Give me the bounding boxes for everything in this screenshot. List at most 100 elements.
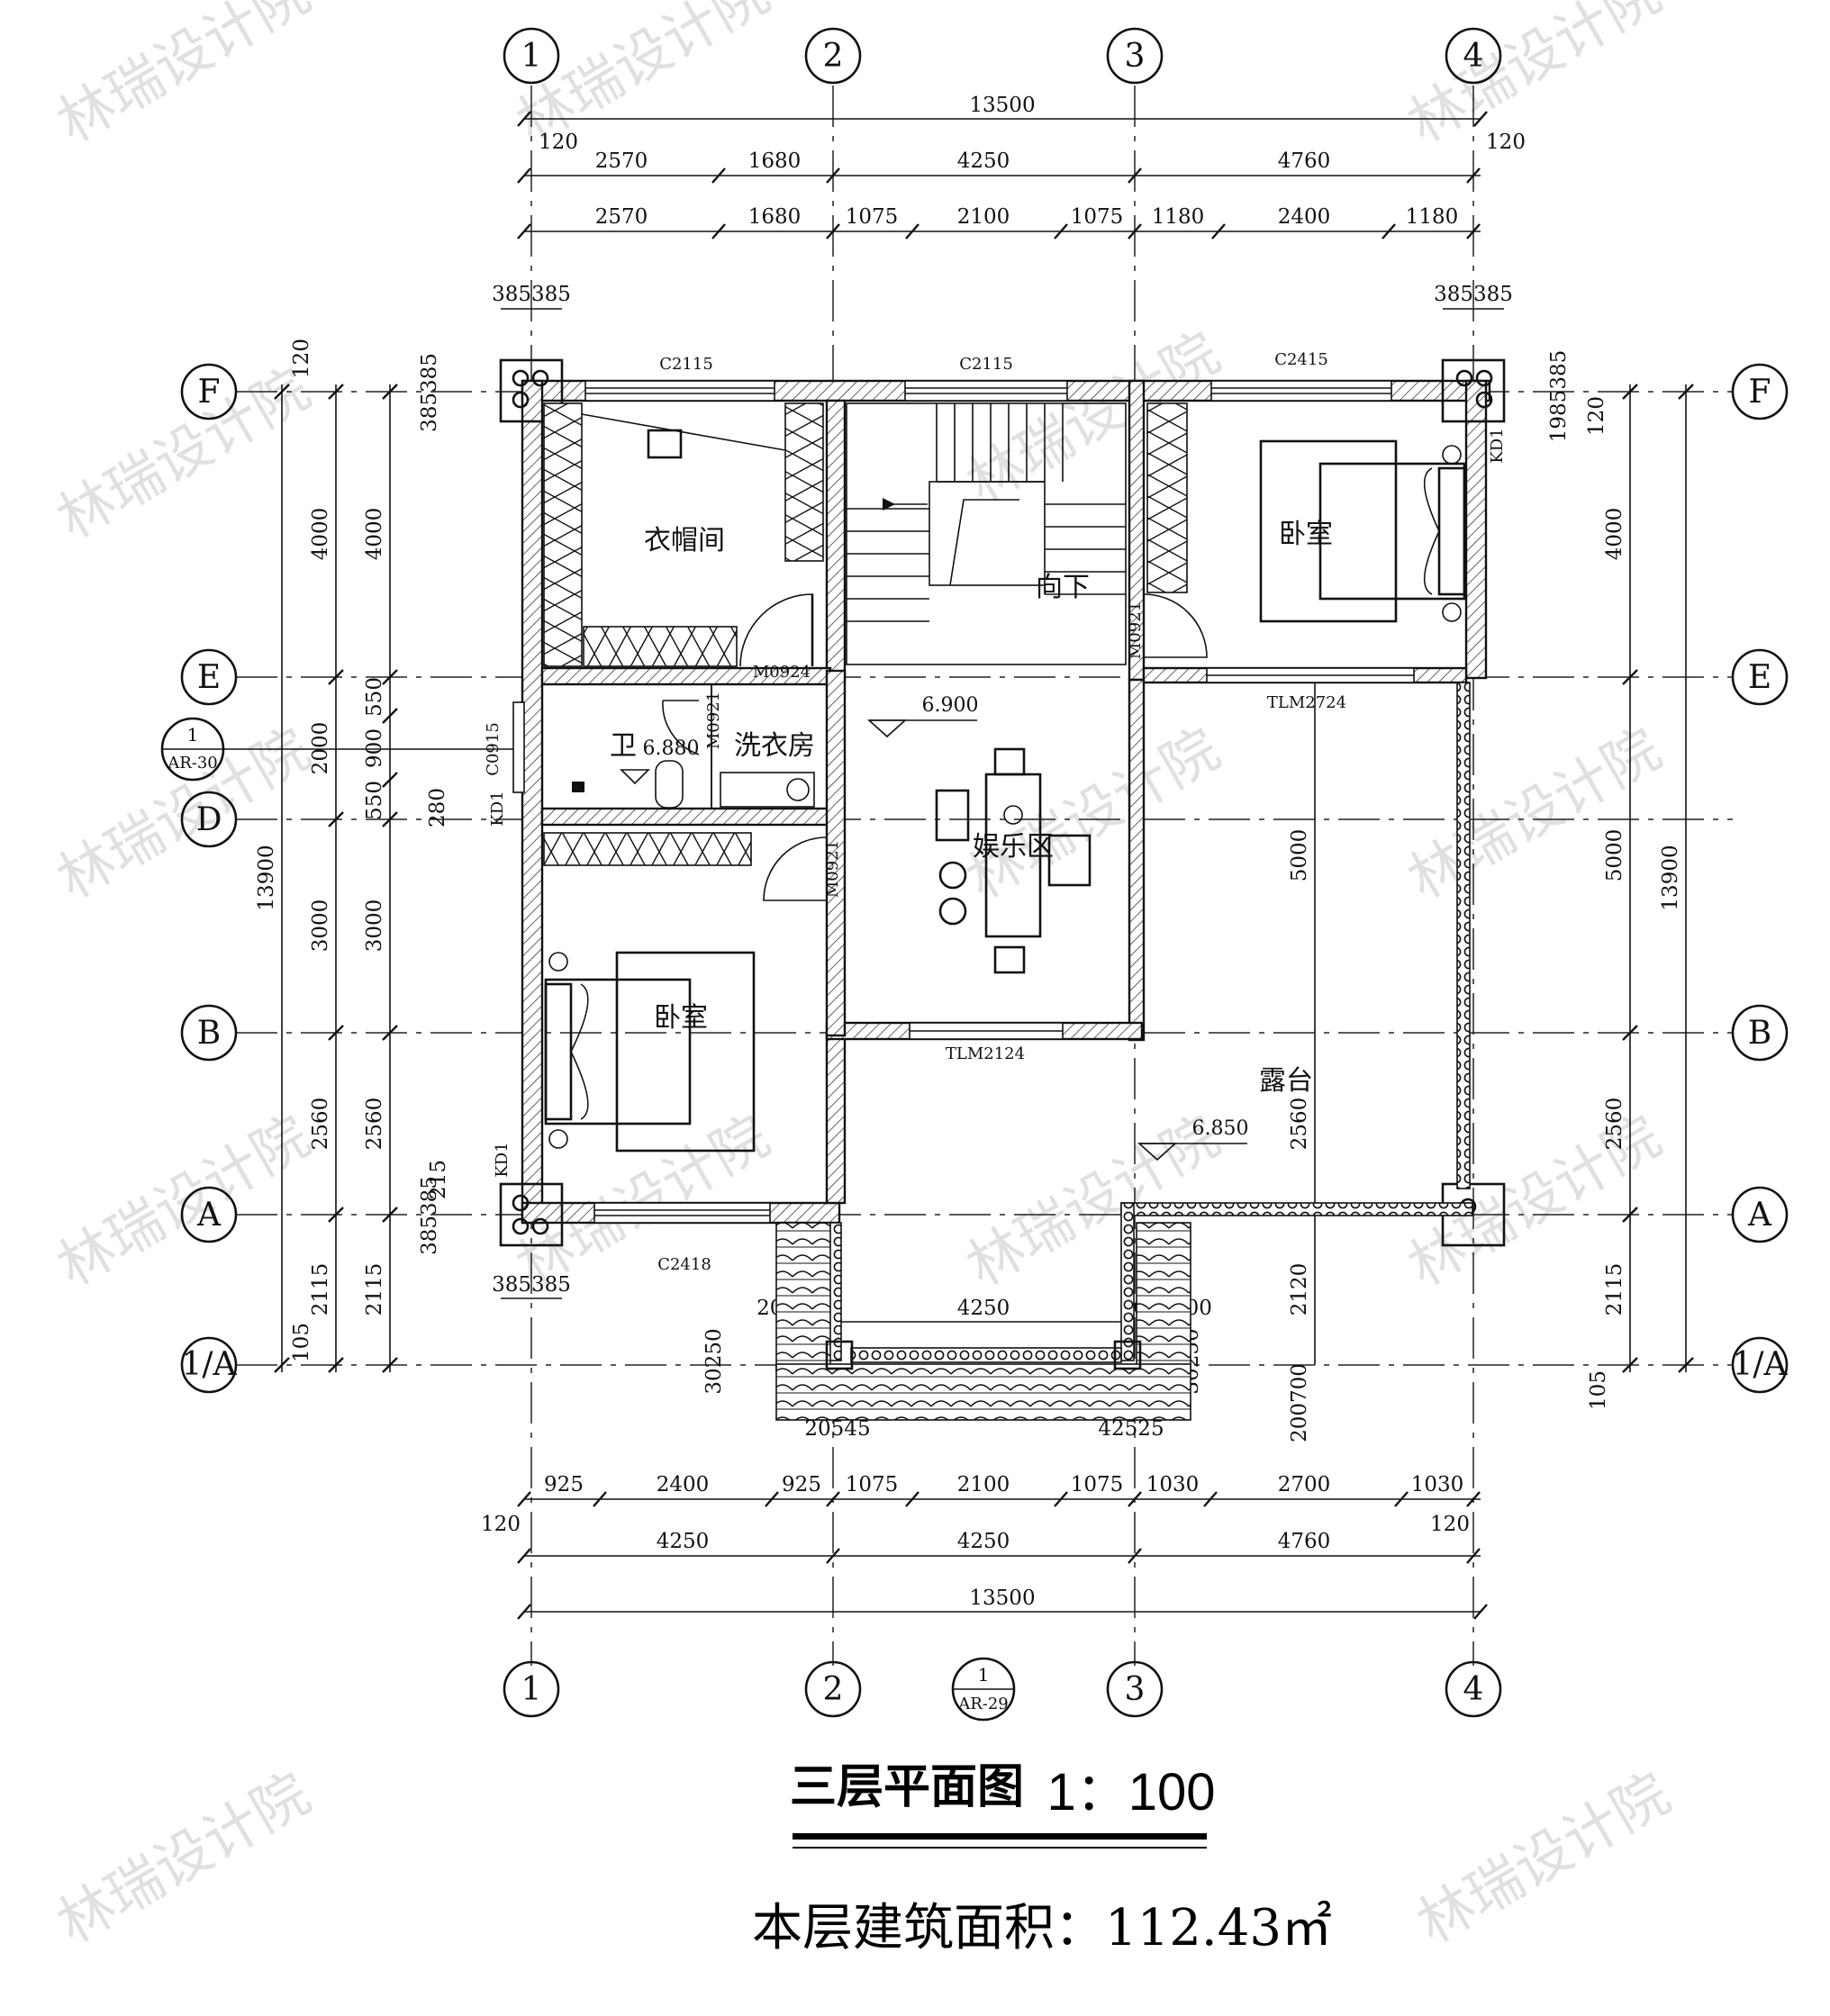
opening-code: KD1 — [493, 1142, 512, 1177]
dim: 3000 — [363, 900, 386, 953]
dim: 1075 — [1071, 205, 1124, 229]
wardrobe-room: 衣帽间 — [543, 402, 824, 667]
dim: 2700 — [1278, 1473, 1331, 1496]
dimensions-right: 13900 4000 5000 2560 2115 120 105 198538… — [1547, 350, 1694, 1410]
window-code: C0915 — [484, 722, 503, 776]
dim: 2570 — [595, 149, 648, 173]
dim: 4000 — [1603, 508, 1626, 561]
axis-bubbles-left: F E D B A 1/A — [180, 363, 238, 1394]
dim: 2560 — [1288, 1098, 1311, 1151]
dim-total: 13900 — [1659, 845, 1682, 910]
dim: 4000 — [363, 508, 386, 561]
dim: 2100 — [957, 1473, 1010, 1496]
window-code: C2115 — [959, 355, 1013, 374]
dim: 120 — [1585, 396, 1608, 436]
axis-label: E — [1748, 659, 1771, 696]
dim: 1075 — [1071, 1473, 1124, 1496]
watermark: 林瑞设计院 — [505, 1103, 780, 1299]
dim: 1030 — [1411, 1473, 1464, 1496]
room-label: 洗衣房 — [734, 730, 815, 762]
stair: 向下 — [846, 402, 1127, 665]
dim: 1985385 — [1547, 350, 1571, 442]
watermark: 林瑞设计院 — [46, 1103, 321, 1299]
door-code: TLM2724 — [1267, 693, 1346, 712]
dim: 5000 — [1603, 829, 1626, 882]
terrace: 露台 6.850 — [775, 682, 1473, 1421]
room-label: 衣帽间 — [644, 525, 725, 556]
dim: 4000 — [309, 508, 332, 561]
room-label: 娱乐区 — [973, 831, 1054, 863]
axis-label: 1/A — [181, 1346, 237, 1383]
axis-label: F — [1749, 374, 1771, 411]
stair-label: 向下 — [1036, 572, 1090, 603]
dim: 30250 — [702, 1328, 726, 1394]
axis-bubbles-right: F E B A 1/A — [1731, 363, 1789, 1394]
dim: 385385 — [418, 353, 441, 432]
bathroom: 卫 洗衣房 6.880 — [541, 683, 828, 809]
dim: 120 — [290, 339, 313, 378]
drawing-scale: 1：100 — [1046, 1763, 1215, 1822]
axis-label: B — [1748, 1015, 1771, 1052]
dim: 1680 — [748, 205, 802, 229]
axis-label: 4 — [1463, 38, 1484, 75]
dim: 2570 — [595, 205, 648, 229]
dim: 2560 — [1603, 1098, 1626, 1151]
bedroom-top: 卧室 — [1143, 402, 1466, 658]
dim: 120 — [1430, 1513, 1470, 1536]
door-code: TLM2124 — [946, 1044, 1025, 1063]
axis-label: 4 — [1463, 1671, 1484, 1708]
dim: 2115 — [1603, 1263, 1626, 1316]
dim: 4250 — [657, 1530, 710, 1553]
windows — [512, 380, 1415, 1224]
dim: 120 — [1486, 131, 1526, 154]
dim: 5000 — [1288, 829, 1311, 882]
watermark: 林瑞设计院 — [956, 320, 1230, 516]
axis-label: 2 — [823, 1671, 844, 1708]
door-code: M0921 — [704, 692, 723, 749]
dim: 1075 — [846, 205, 899, 229]
level: 6.880 — [643, 737, 700, 760]
dim: 2400 — [1278, 205, 1331, 229]
walls — [521, 379, 1491, 1225]
dim: 1180 — [1152, 205, 1205, 229]
axis-label: 3 — [1125, 38, 1146, 75]
dim: 550 — [363, 781, 386, 820]
dim-total: 13500 — [969, 1587, 1035, 1610]
door-code: M0921 — [823, 840, 842, 898]
axis-bubbles-top: 1 2 3 4 — [503, 27, 1502, 85]
dim: 2560 — [363, 1098, 386, 1151]
dim: 385385 — [418, 1176, 441, 1255]
dim: 385385 — [1434, 283, 1513, 306]
window-code: C2115 — [659, 355, 713, 374]
dim: 105 — [1587, 1370, 1610, 1410]
watermark: 林瑞设计院 — [46, 0, 321, 156]
dim: 3000 — [309, 900, 332, 953]
level: 6.900 — [922, 694, 979, 717]
opening-code: KD1 — [488, 791, 507, 826]
dim: 120 — [539, 131, 578, 154]
dim: 2115 — [363, 1263, 386, 1316]
dim: 42525 — [1098, 1417, 1164, 1441]
dim: 4250 — [957, 149, 1010, 173]
opening-code: KD1 — [1488, 428, 1507, 463]
watermark: 林瑞设计院 — [1406, 1760, 1681, 1957]
dim: 105 — [290, 1323, 313, 1362]
dim: 925 — [544, 1473, 584, 1496]
axis-label: 1 — [521, 1671, 542, 1708]
section-mark-left: 1 AR-30 — [160, 717, 531, 782]
axis-label: D — [196, 801, 222, 838]
dim: 2115 — [309, 1263, 332, 1316]
dim: 1680 — [748, 149, 802, 173]
dim: 1030 — [1146, 1473, 1200, 1496]
watermark: 林瑞设计院 — [1397, 0, 1671, 156]
dim: 2560 — [309, 1098, 332, 1151]
dim: 20545 — [804, 1417, 870, 1441]
dim: 2000 — [309, 722, 332, 775]
dim-total: 13500 — [969, 94, 1035, 117]
room-label: 卧室 — [1279, 519, 1333, 550]
axis-label: A — [1747, 1197, 1772, 1234]
axis-label: 3 — [1125, 1671, 1146, 1708]
drawing-title: 三层平面图 — [790, 1760, 1024, 1814]
opening-codes: C2115 C2115 C2415 C2418 C0915 M0924 M092… — [484, 350, 1507, 1274]
